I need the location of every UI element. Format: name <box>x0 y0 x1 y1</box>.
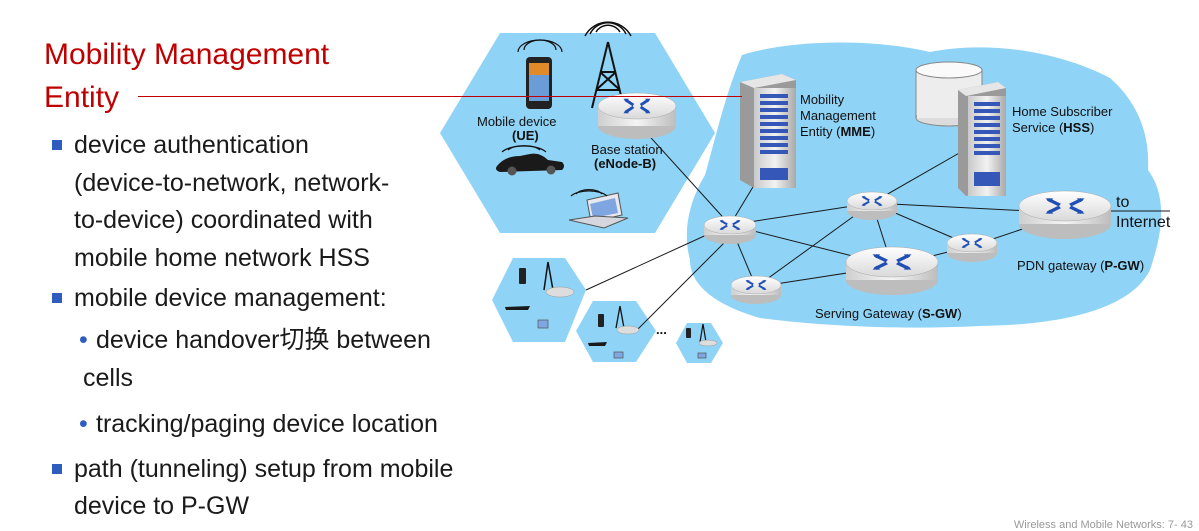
bullet-text: cells <box>83 363 134 392</box>
enodeb-code: (eNode-B) <box>594 156 656 171</box>
sgw-router-icon <box>845 246 939 295</box>
router-icon-edge <box>703 215 757 244</box>
mme-server-icon <box>740 74 796 188</box>
bullet-text: tracking/paging device location <box>96 409 438 438</box>
base-station-router-icon <box>597 92 677 139</box>
bullet-text: mobile home network HSS <box>74 243 370 272</box>
bullet-text: to-device) coordinated with <box>74 206 373 234</box>
mme-label-line2: Management <box>800 108 876 123</box>
bullet-text: device authentication <box>74 131 309 159</box>
more-cells-ellipsis: ... <box>656 322 667 337</box>
bullet-device-management: mobile device management: <box>50 280 530 318</box>
ue-code: (UE) <box>512 128 539 143</box>
small-cell-devices-2 <box>588 305 640 359</box>
slide-title-line1: Mobility Management <box>44 38 330 71</box>
dot-bullet-icon: • <box>79 325 88 354</box>
to-label: to <box>1116 194 1129 211</box>
pgw-router-icon <box>1018 190 1112 239</box>
slide-footer: Wireless and Mobile Networks: 7- 43 <box>1013 519 1193 531</box>
hss-label-line2: Service (HSS) <box>1012 120 1094 135</box>
small-cell-devices-3 <box>686 323 718 359</box>
square-bullet-icon <box>52 140 62 150</box>
router-icon-center <box>846 191 898 220</box>
router-icon-right <box>946 233 998 262</box>
bullet-text: path (tunneling) setup from mobile <box>74 454 454 483</box>
cell-tower-icon <box>584 21 632 109</box>
dot-bullet-icon: • <box>79 409 88 438</box>
router-icon-lower <box>730 275 782 304</box>
bullet-authentication: device authentication (device-to-network… <box>50 127 530 277</box>
car-icon <box>496 145 564 176</box>
slide-title-line2: Entity <box>44 81 120 114</box>
slide-title: Mobility Management Entity <box>44 33 404 119</box>
sub-bullet-tracking: • tracking/paging device location <box>50 405 530 443</box>
bullet-text: device handover切换 between <box>96 325 431 354</box>
small-cell-devices-1 <box>505 261 575 329</box>
sub-bullet-handover: • device handover切换 between cells <box>50 321 530 397</box>
base-station-label: Base station <box>591 142 663 157</box>
hss-label-line1: Home Subscriber <box>1012 104 1113 119</box>
bullet-text: device to P-GW <box>74 492 250 520</box>
laptop-icon <box>568 189 629 229</box>
hss-server-icon <box>958 82 1006 196</box>
ue-label: Mobile device <box>477 114 557 129</box>
square-bullet-icon <box>52 293 62 303</box>
bullet-text: (device-to-network, network- <box>74 168 390 197</box>
bullet-list: device authentication (device-to-network… <box>50 127 530 529</box>
title-connector-line-overlay <box>138 96 742 97</box>
radio-cell-hexagon-1 <box>492 258 586 342</box>
radio-cell-hexagon-2 <box>576 301 656 362</box>
bullet-text: mobile device management: <box>74 284 387 312</box>
mme-label-line1: Mobility <box>800 92 845 107</box>
pgw-label: PDN gateway (P-GW) <box>1017 258 1144 273</box>
sgw-label: Serving Gateway (S-GW) <box>815 306 962 321</box>
core-network-cloud <box>686 42 1162 328</box>
mme-label-line3: Entity (MME) <box>800 124 875 139</box>
radio-cell-hexagon-main <box>440 33 715 233</box>
internet-label: Internet <box>1116 214 1171 231</box>
bullet-path-setup: path (tunneling) setup from mobile devic… <box>50 451 530 526</box>
square-bullet-icon <box>52 463 62 474</box>
